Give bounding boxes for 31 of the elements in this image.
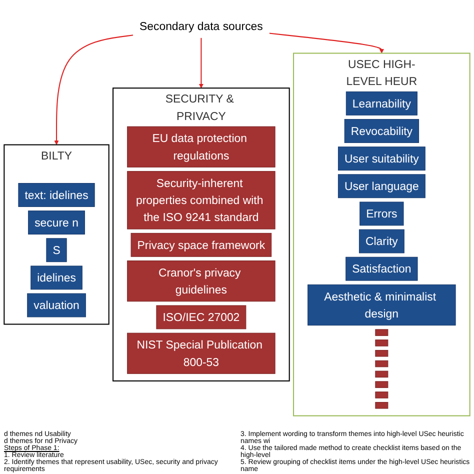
node-box [375, 329, 388, 336]
node-box: Clarity [358, 229, 404, 254]
node-box: User language [338, 174, 426, 198]
node-box: NIST Special Publication 800-53 [127, 332, 276, 374]
node-box: EU data protection regulations [127, 126, 276, 168]
node-box: Satisfaction [346, 256, 418, 281]
node-box: Privacy space framework [130, 232, 272, 257]
node-text: Secondary data sources [139, 19, 263, 32]
arrow [54, 34, 134, 145]
node-box: idelines [30, 266, 82, 290]
node-box [375, 360, 388, 368]
node-box [375, 350, 388, 357]
node-box: Errors [360, 202, 404, 226]
arrow [198, 38, 204, 88]
node-box [375, 381, 388, 388]
node-box: secure n [28, 210, 85, 234]
node-box: User suitability [338, 146, 426, 171]
node-box [375, 402, 388, 409]
node-box [375, 370, 388, 378]
node-box [375, 340, 388, 346]
node-box: Security-inherent properties combined with the ISO 9241 standard [127, 171, 276, 230]
arrow [269, 32, 384, 54]
node-box [375, 392, 388, 398]
node-box: Learnability [346, 91, 418, 116]
node-box: Revocability [344, 119, 420, 143]
node-box: text: idelines [18, 183, 95, 207]
node-box: Aesthetic & minimalist design [308, 284, 456, 326]
node-box: S [46, 238, 67, 262]
node-box: Cranor's privacy guidelines [127, 260, 276, 302]
node-box: valuation [27, 293, 86, 318]
node-box: ISO/IEC 27002 [156, 305, 246, 330]
